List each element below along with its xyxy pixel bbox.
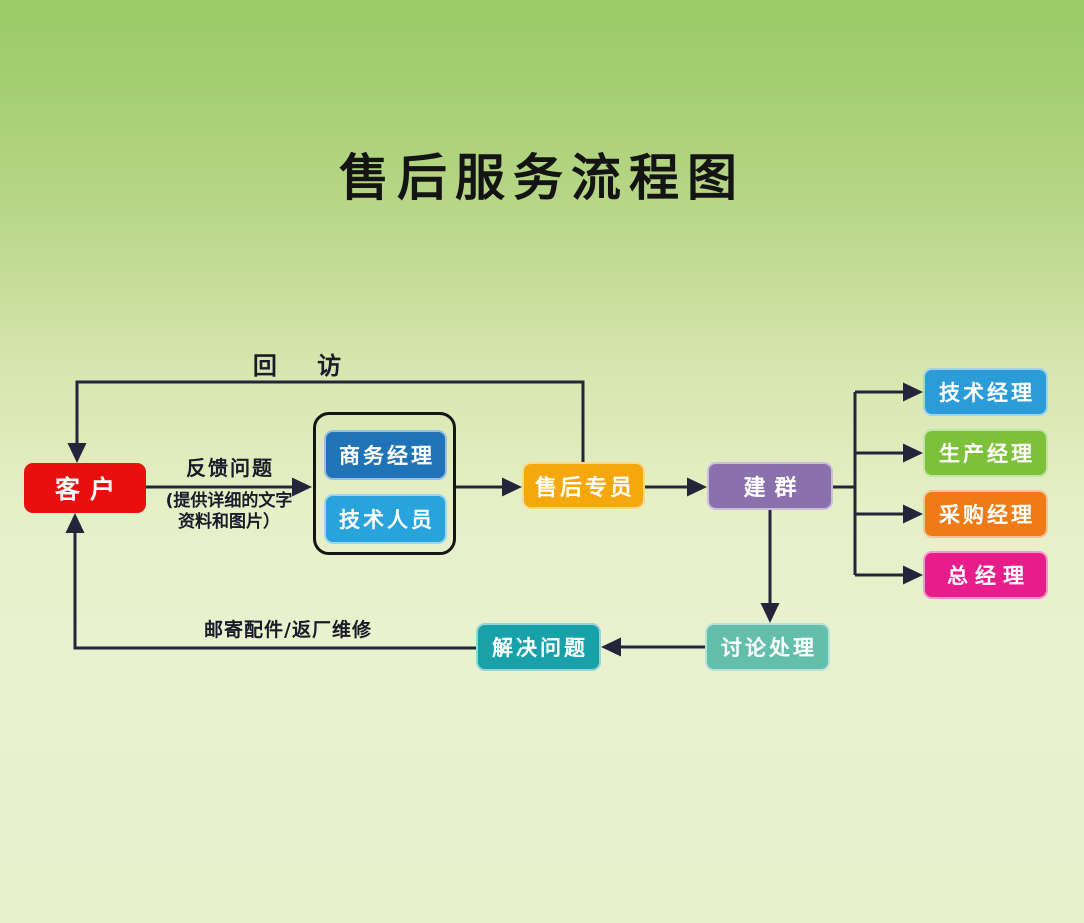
node-general-manager: 总经理 [923, 551, 1048, 599]
node-technical-staff: 技术人员 [324, 494, 447, 544]
edge-return-visit-line [75, 380, 585, 462]
edge-label-feedback-note-line2: 资料和图片） [178, 511, 280, 532]
node-discuss-handle: 讨论处理 [705, 623, 830, 671]
edge-group-to-specialist-arrowhead [502, 477, 522, 497]
edge-to-purchasing-manager-arrowhead [903, 504, 923, 524]
edge-feedback-arrowhead [292, 477, 312, 497]
node-purchasing-manager: 采购经理 [923, 490, 1048, 538]
edge-solve-to-customer-arrowhead [65, 513, 85, 533]
page-title: 售后服务流程图 [339, 148, 745, 207]
node-solve-problem: 解决问题 [476, 623, 601, 671]
edge-label-feedback-problem: 反馈问题 [186, 456, 274, 480]
edge-specialist-to-group-arrowhead [687, 477, 707, 497]
edge-to-technical-manager-arrowhead [903, 382, 923, 402]
edge-label-feedback-note-line1: (提供详细的文字 [165, 491, 293, 511]
manager-staff-group-outline [313, 412, 456, 555]
node-create-group: 建群 [707, 462, 833, 510]
edge-solve-to-customer-line [73, 531, 476, 650]
edge-to-general-manager-arrowhead [903, 565, 923, 585]
node-customer: 客户 [24, 463, 146, 513]
edge-label-return-visit: 回 访 [252, 352, 358, 380]
edge-return-visit-arrowhead [67, 443, 87, 463]
node-aftersales-specialist: 售后专员 [522, 462, 645, 509]
edge-discuss-to-solve-arrowhead [601, 637, 621, 657]
edge-group-to-discuss-arrowhead [760, 603, 780, 623]
edge-label-mail-parts: 邮寄配件/返厂维修 [204, 619, 372, 641]
edge-to-production-manager-arrowhead [903, 443, 923, 463]
edge-label-feedback-note: (提供详细的文字 资料和图片） [140, 491, 318, 532]
node-business-manager: 商务经理 [324, 430, 447, 480]
node-production-manager: 生产经理 [923, 429, 1048, 477]
node-technical-manager: 技术经理 [923, 368, 1048, 416]
